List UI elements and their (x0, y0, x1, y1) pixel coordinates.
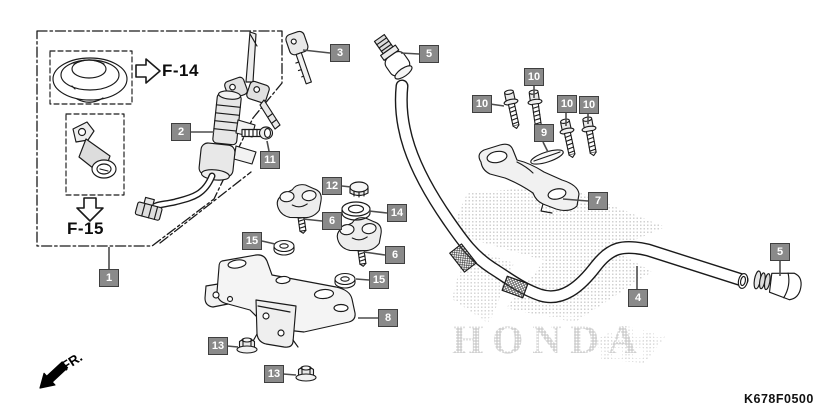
watermark-halftone-overlay (446, 314, 678, 366)
cap-drawing (349, 181, 369, 198)
callout-13b[interactable]: 13 (264, 365, 284, 383)
leader-lines (108, 49, 781, 376)
setting-plate-drawing (530, 149, 564, 165)
f14-reference-link[interactable]: F-14 (162, 61, 199, 80)
key-drawing (285, 30, 312, 85)
upper-holder-drawing (478, 143, 580, 214)
callout-5a[interactable]: 5 (419, 45, 439, 63)
callout-15a[interactable]: 15 (242, 232, 262, 250)
callout-10a[interactable]: 10 (472, 95, 492, 113)
f15-arrow-icon (76, 197, 104, 222)
fr-arrow-icon (39, 361, 69, 389)
callout-5b[interactable]: 5 (770, 243, 790, 261)
callout-12[interactable]: 12 (322, 177, 342, 195)
bar-end-weight-top-drawing (373, 33, 413, 80)
lock-set-enclosure (36, 30, 283, 247)
callout-1[interactable]: 1 (99, 269, 119, 287)
handlebar-drawing (394, 79, 749, 304)
callout-15b[interactable]: 15 (369, 271, 389, 289)
bar-end-weight-right-drawing (753, 270, 802, 301)
screw-drawing (241, 126, 274, 140)
callout-6a[interactable]: 6 (322, 212, 342, 230)
callout-10c[interactable]: 10 (557, 95, 577, 113)
callout-4[interactable]: 4 (628, 289, 648, 307)
callout-3[interactable]: 3 (330, 44, 350, 62)
seat-lock-drawing (65, 113, 125, 196)
callout-13a[interactable]: 13 (208, 337, 228, 355)
callout-14[interactable]: 14 (387, 204, 407, 222)
callout-6b[interactable]: 6 (385, 246, 405, 264)
callout-10b[interactable]: 10 (524, 68, 544, 86)
callout-11[interactable]: 11 (260, 151, 280, 169)
ignition-switch-drawing (134, 31, 281, 221)
callout-8[interactable]: 8 (378, 309, 398, 327)
callout-10d[interactable]: 10 (579, 96, 599, 114)
f14-arrow-icon (135, 58, 161, 84)
callout-7[interactable]: 7 (588, 192, 608, 210)
callout-9[interactable]: 9 (534, 124, 554, 142)
bracket-drawing (204, 254, 356, 348)
washer-14-drawing (341, 201, 371, 221)
f15-reference-link[interactable]: F-15 (67, 219, 104, 238)
diagram-code: K678F0500 (744, 392, 814, 406)
callout-2[interactable]: 2 (171, 123, 191, 141)
fuel-cap-drawing (49, 50, 133, 105)
